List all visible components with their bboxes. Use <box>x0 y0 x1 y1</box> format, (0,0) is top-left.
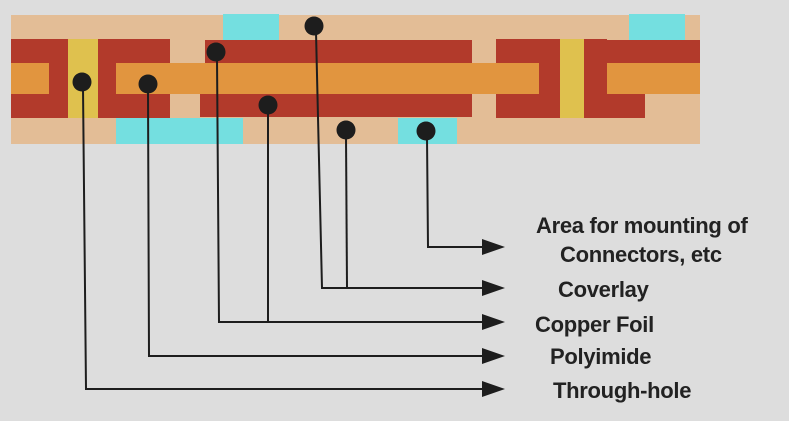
copper-foil-right-bottom-arm <box>584 94 645 118</box>
polyimide-core-main <box>116 63 539 94</box>
callout-dot-copper-top <box>206 42 226 62</box>
label-mounting-area-line2: Connectors, etc <box>560 242 722 267</box>
label-copper-foil: Copper Foil <box>535 312 654 337</box>
callout-dot-polyimide <box>138 74 158 94</box>
mounting-area-opening-top-right <box>629 14 685 40</box>
leader-line-coverlay <box>315 31 483 289</box>
copper-foil-top-trace <box>205 40 472 63</box>
leader-line-through-hole <box>82 87 483 390</box>
label-mounting-area-line1: Area for mounting of <box>536 213 748 238</box>
leader-line-coverlay-branch <box>345 135 348 288</box>
polyimide-core-right-piece <box>607 63 700 94</box>
leader-line-polyimide <box>147 89 483 357</box>
label-coverlay: Coverlay <box>558 277 649 302</box>
arrowhead-through-hole <box>482 381 505 397</box>
arrowhead-coverlay <box>482 280 505 296</box>
callout-dot-coverlay-bottom <box>336 120 356 140</box>
label-polyimide: Polyimide <box>550 344 652 369</box>
arrowhead-copper-foil <box>482 314 505 330</box>
leader-line-mounting-area <box>426 136 483 248</box>
label-through-hole: Through-hole <box>553 378 692 403</box>
through-hole-barrel-right <box>560 39 584 118</box>
leader-line-copper-foil <box>216 57 483 323</box>
copper-foil-right-top-arm <box>607 40 700 63</box>
arrowhead-mounting-area <box>482 239 505 255</box>
arrowhead-polyimide <box>482 348 505 364</box>
polyimide-core-left-piece <box>11 63 49 94</box>
callout-dot-mounting-area <box>416 121 436 141</box>
callout-dot-through-hole <box>72 72 92 92</box>
callout-dot-copper-bottom <box>258 95 278 115</box>
callout-dot-coverlay-top <box>304 16 324 36</box>
mounting-area-opening-top-left <box>223 14 279 40</box>
mounting-area-opening-bottom-left <box>116 118 243 144</box>
